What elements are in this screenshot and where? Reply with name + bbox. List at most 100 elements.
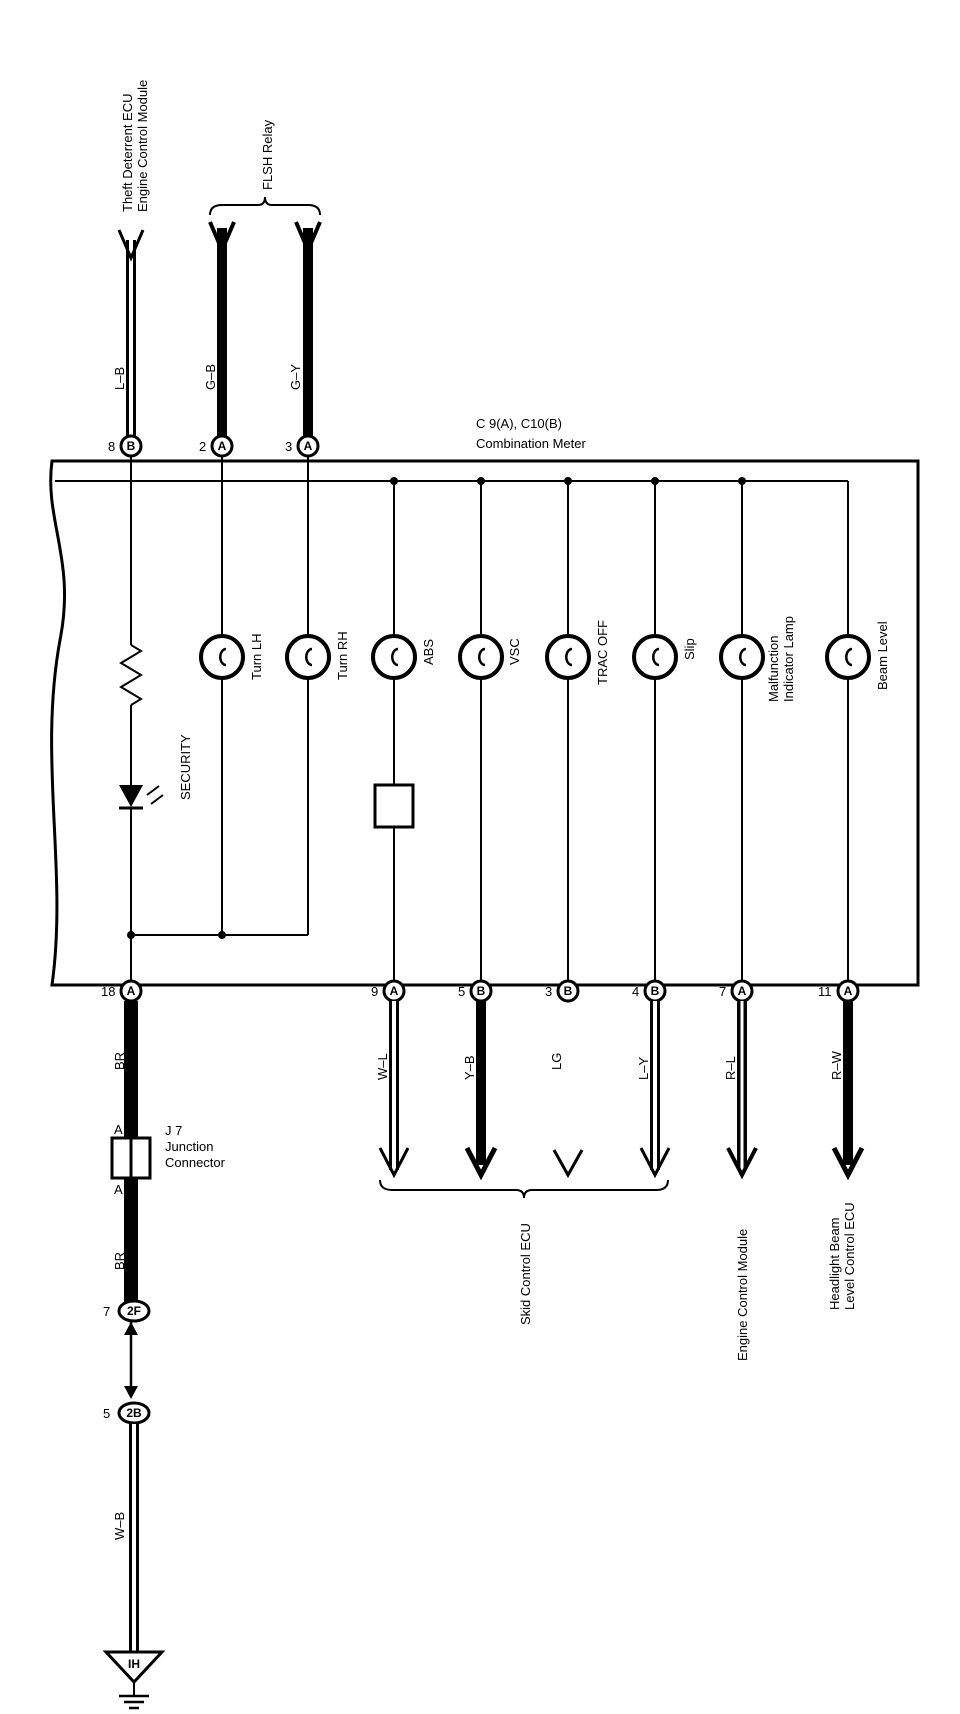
wire-color-g-y: G–Y xyxy=(288,364,303,390)
bottom-pin-5B: 5 B xyxy=(458,979,493,1003)
wire-l-b xyxy=(117,229,145,438)
wire-color-r-w: R–W xyxy=(829,1050,844,1080)
bulb-icon-beam-level xyxy=(825,634,871,680)
skid-ecu-brace xyxy=(379,1179,669,1199)
wire-color-w-b: W–B xyxy=(112,1512,127,1540)
lamp-label-turn-rh: Turn RH xyxy=(335,631,350,680)
bulb-icon-abs xyxy=(371,634,417,680)
wire-color-w-l: W–L xyxy=(375,1053,390,1080)
bulb-icon-mil xyxy=(719,634,765,680)
wire-g-y xyxy=(294,221,322,438)
svg-text:A: A xyxy=(218,439,227,453)
bottom-pin-7A: 7 A xyxy=(719,979,754,1003)
ground-icon xyxy=(119,1682,149,1710)
top-pin-2A: 2 A xyxy=(199,434,234,458)
ecm-top-label: Engine Control Module xyxy=(135,80,150,212)
ground-bus-dot xyxy=(127,931,135,939)
security-label: SECURITY xyxy=(178,734,193,800)
lamp-label-vsc: VSC xyxy=(507,638,522,665)
lamp-label-beam-level: Beam Level xyxy=(875,621,890,690)
svg-text:B: B xyxy=(477,984,486,998)
svg-text:IH: IH xyxy=(128,1657,140,1671)
svg-text:A: A xyxy=(738,984,747,998)
bulb-icon-vsc xyxy=(458,634,504,680)
wire-color-br-upper: BR xyxy=(112,1052,127,1070)
connector-2f: 7 2F xyxy=(103,1299,151,1323)
svg-text:4: 4 xyxy=(632,984,639,999)
junction-line2-label: Connector xyxy=(165,1155,226,1170)
junction-id-label: J 7 xyxy=(165,1123,182,1138)
junction-pin-lower: A xyxy=(114,1182,123,1197)
wire-color-y-b: Y–B xyxy=(462,1055,477,1080)
svg-text:3: 3 xyxy=(545,984,552,999)
wire-w-l xyxy=(378,1001,410,1179)
svg-text:A: A xyxy=(127,984,136,998)
svg-text:B: B xyxy=(651,984,660,998)
connector-link xyxy=(124,1322,138,1399)
svg-text:8: 8 xyxy=(108,439,115,454)
combination-meter-box xyxy=(49,459,920,987)
bulb-icon-turn-lh xyxy=(199,634,245,680)
headlight-ecu-label-line1: Headlight Beam xyxy=(827,1218,842,1311)
bulb-icon-trac-off xyxy=(545,634,591,680)
svg-text:A: A xyxy=(390,984,399,998)
junction-line1-label: Junction xyxy=(165,1139,213,1154)
wire-color-lg: LG xyxy=(549,1053,564,1070)
lamp-label-mil-line2: Indicator Lamp xyxy=(781,616,796,702)
lamp-label-trac-off: TRAC OFF xyxy=(595,620,610,685)
ground-point-ih: IH xyxy=(102,1650,166,1685)
wire-y-b xyxy=(464,1001,498,1181)
wire-color-l-y: L–Y xyxy=(636,1057,651,1080)
junction-pin-upper: A xyxy=(114,1122,123,1137)
bottom-pin-4B: 4 B xyxy=(632,979,667,1003)
svg-text:5: 5 xyxy=(103,1406,110,1421)
wire-r-l xyxy=(726,1001,758,1180)
bulb-icon-slip xyxy=(632,634,678,680)
top-pin-3A: 3 A xyxy=(285,434,320,458)
flsh-relay-label: FLSH Relay xyxy=(260,119,275,190)
headlight-ecu-label-line2: Level Control ECU xyxy=(842,1202,857,1310)
connector-2b: 5 2B xyxy=(103,1401,151,1425)
meter-name-label: Combination Meter xyxy=(476,436,586,451)
svg-text:7: 7 xyxy=(103,1304,110,1319)
junction-connector-j7 xyxy=(110,1136,152,1180)
lamp-label-mil-line1: Malfunction xyxy=(766,636,781,702)
svg-text:11: 11 xyxy=(818,984,832,999)
svg-text:A: A xyxy=(304,439,313,453)
lamp-label-slip: Slip xyxy=(682,638,697,660)
theft-ecu-label: Theft Deterrent ECU xyxy=(120,94,135,213)
svg-text:2F: 2F xyxy=(127,1304,141,1318)
bottom-pin-9A: 9 A xyxy=(371,979,406,1003)
skid-ecu-label: Skid Control ECU xyxy=(518,1223,533,1325)
abs-module-box xyxy=(373,783,415,829)
bottom-pin-11A: 11 A xyxy=(818,979,860,1003)
wire-l-y xyxy=(639,1001,671,1179)
flsh-relay-brace xyxy=(209,196,321,216)
lamp-label-turn-lh: Turn LH xyxy=(249,634,264,680)
wire-r-w xyxy=(831,1001,865,1181)
svg-text:B: B xyxy=(127,439,136,453)
wire-color-l-b: L–B xyxy=(112,367,127,390)
svg-text:5: 5 xyxy=(458,984,465,999)
wire-g-b xyxy=(208,221,236,438)
svg-text:2B: 2B xyxy=(126,1406,142,1420)
wire-color-g-b: G–B xyxy=(203,364,218,390)
wire-color-br-lower: BR xyxy=(112,1252,127,1270)
meter-connector-label: C 9(A), C10(B) xyxy=(476,416,562,431)
svg-text:9: 9 xyxy=(371,984,378,999)
svg-text:7: 7 xyxy=(719,984,726,999)
svg-text:A: A xyxy=(844,984,853,998)
bulb-icon-turn-rh xyxy=(285,634,331,680)
svg-text:B: B xyxy=(564,984,573,998)
wire-color-r-l: R–L xyxy=(723,1056,738,1080)
lamp-label-abs: ABS xyxy=(421,639,436,665)
svg-text:18: 18 xyxy=(101,984,115,999)
top-pin-8B: 8 B xyxy=(108,434,143,458)
security-circuit xyxy=(119,456,164,987)
wire-lg-arrow xyxy=(552,1149,584,1179)
bottom-pin-18A: 18 A xyxy=(101,979,143,1003)
svg-text:2: 2 xyxy=(199,439,206,454)
svg-text:3: 3 xyxy=(285,439,292,454)
bottom-pin-3B: 3 B xyxy=(545,979,580,1003)
